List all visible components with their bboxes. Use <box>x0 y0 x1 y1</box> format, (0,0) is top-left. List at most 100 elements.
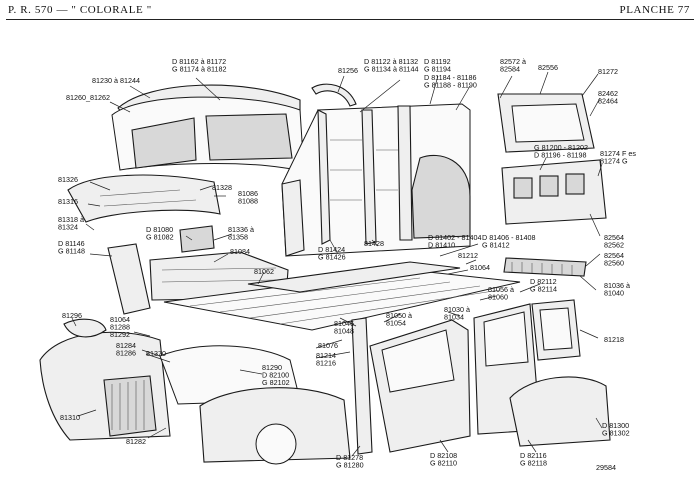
callout-line: 81216 <box>316 359 336 368</box>
callout-line: 82562 <box>604 241 624 250</box>
callout-line: 82556 <box>538 63 558 72</box>
plate-number: PLANCHE 77 <box>619 4 690 16</box>
callout-line: 81326 <box>58 175 78 184</box>
callout-line: 81428 <box>364 239 384 248</box>
callout-line: 81036 à <box>604 281 630 290</box>
callout-line: 81288 <box>110 323 130 332</box>
callout-line: D 81146 <box>58 239 85 248</box>
callout-line: G 81188 - 81190 <box>424 81 477 90</box>
front-door <box>369 319 471 453</box>
callout-line: 81284 <box>116 341 136 350</box>
callout-line: 82560 <box>604 259 624 268</box>
callout-line: 81046 <box>334 319 354 328</box>
callout-c40: 81218 <box>604 335 624 344</box>
callout-line: 81212 <box>458 251 478 260</box>
front-fender <box>39 318 171 441</box>
callout-c43: 81076 <box>318 341 338 350</box>
callout-c42: 81370 <box>146 349 166 358</box>
plate-reference: P. R. 570 — " COLORALE " <box>8 4 152 16</box>
callout-line: 81062 <box>254 267 274 276</box>
callout-c14: 81326 <box>58 175 78 184</box>
callout-line: 82572 à <box>500 57 526 66</box>
callout-line: 81214 <box>316 351 336 360</box>
callout-line: 81218 <box>604 335 624 344</box>
callout-line: 81050 à <box>386 311 412 320</box>
callout-line: 81064 <box>470 263 490 272</box>
callout-line: G 82118 <box>520 459 547 468</box>
callout-line: D 81196 - 81198 <box>534 151 586 160</box>
callout-line: 81064 <box>110 315 130 324</box>
callout-c22: 81428 <box>364 239 384 248</box>
callout-line: 81274 G <box>600 157 628 166</box>
callout-line: 81056 à <box>488 285 514 294</box>
callout-c07: 82556 <box>538 63 558 72</box>
callout-line: 81358 <box>228 233 248 242</box>
callout-line: D 81122 à 81132 <box>364 57 418 66</box>
callout-line: D 82100 <box>262 371 289 380</box>
callout-line: 81272 <box>598 67 618 76</box>
callout-line: 81034 <box>444 313 464 322</box>
callout-c47: 81282 <box>126 437 146 446</box>
callout-line: 81040 <box>604 289 624 298</box>
callout-line: G 81148 <box>58 247 85 256</box>
callout-line: D 82112 <box>530 277 557 286</box>
roof-panel <box>111 84 305 173</box>
side-trim <box>107 243 151 315</box>
rear-panel <box>501 159 607 225</box>
sill-strip <box>503 257 587 277</box>
callout-line: 82462 <box>598 89 618 98</box>
callout-c31: 81064 <box>470 263 490 272</box>
callout-line: 82464 <box>598 97 618 106</box>
front-cowl <box>67 174 221 253</box>
door-pillar <box>351 317 373 455</box>
callout-line: D 81080 <box>146 225 173 234</box>
callout-line: 81286 <box>116 349 136 358</box>
callout-line: 81316 <box>58 197 78 206</box>
callout-line: D 81278 <box>336 453 363 462</box>
callout-line: 81048 <box>334 327 354 336</box>
callout-c15: 81328 <box>212 183 232 192</box>
callout-line: D 82116 <box>520 451 547 460</box>
callout-line: 29584 <box>596 463 616 472</box>
callout-c52: 29584 <box>596 463 616 472</box>
callout-line: 81054 <box>386 319 406 328</box>
callout-line: 81256 <box>338 66 358 75</box>
callout-line: G 82102 <box>262 378 290 387</box>
callout-line: D 81300 <box>602 421 629 430</box>
callout-c35: 81296 <box>62 311 82 320</box>
callout-line: 81282 <box>126 437 146 446</box>
callout-line: G 82114 <box>530 285 557 294</box>
callout-c29: 81084 <box>230 247 250 256</box>
callout-line: 81060 <box>488 293 508 302</box>
callout-line: D 81424 <box>318 245 345 254</box>
callout-line: 81310 <box>60 413 80 422</box>
floor-panel <box>163 261 521 331</box>
callout-line: 81076 <box>318 341 338 350</box>
quarter-window <box>531 299 581 361</box>
callout-c46: 81310 <box>60 413 80 422</box>
